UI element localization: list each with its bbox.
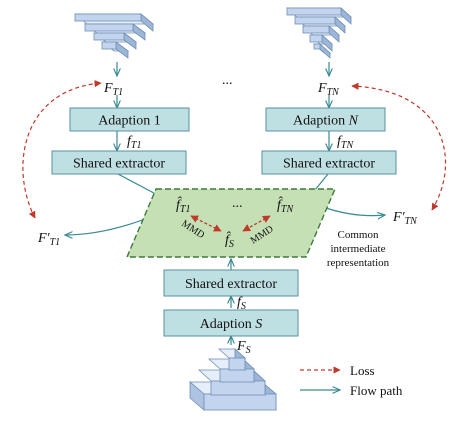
adaption-s-label: Adaption S [200,317,263,332]
legend-flow-label: Flow path [350,383,403,398]
f-prime-tn-label: F′TN [392,210,418,227]
f-t1-label: FT1 [103,81,123,98]
adaption-s-box: Adaption S [163,309,299,337]
shared-extractor-s-box: Shared extractor [163,269,299,297]
common-rep-line1: Common [338,229,379,241]
latent-f-s-label: f̂S [225,231,234,250]
shared-extractor-tn-box: Shared extractor [261,150,397,175]
shared-extractor-s-label: Shared extractor [185,277,277,292]
targets-ellipsis: ... [222,73,233,88]
mmd-arrows [190,215,271,232]
feature-tn-label: fTN [337,134,354,151]
common-rep-line3: representation [327,257,390,269]
shared-extractor-t1-label: Shared extractor [73,157,165,172]
adaption-n-box: Adaption N [265,107,386,132]
shared-extractor-t1-box: Shared extractor [51,150,187,175]
feature-t1-label: fT1 [127,134,141,151]
latent-f-t1-label: f̂T1 [176,196,190,215]
adaption-n-label: Adaption N [293,114,359,129]
adaption-1-label: Adaption 1 [98,114,161,129]
f-s-label: FS [236,339,251,356]
target-t1-data-stack-icon [73,13,155,59]
source-data-stack-icon [188,348,278,411]
latent-f-tn-label: f̂TN [277,196,294,215]
loss-arcs [22,79,447,219]
shared-extractor-tn-label: Shared extractor [283,157,375,172]
adaption-1-box: Adaption 1 [69,107,190,132]
common-rep-line2: intermediate [331,243,386,255]
legend-loss-label: Loss [350,363,375,378]
common-representation-space [125,188,337,258]
latent-ellipsis: ... [232,196,243,211]
feature-s-label: fS [237,295,246,312]
f-tn-label: FTN [317,81,340,98]
target-tn-data-stack-icon [285,7,353,59]
f-prime-t1-label: F′T1 [37,231,60,248]
legend: Loss Flow path [300,363,403,398]
